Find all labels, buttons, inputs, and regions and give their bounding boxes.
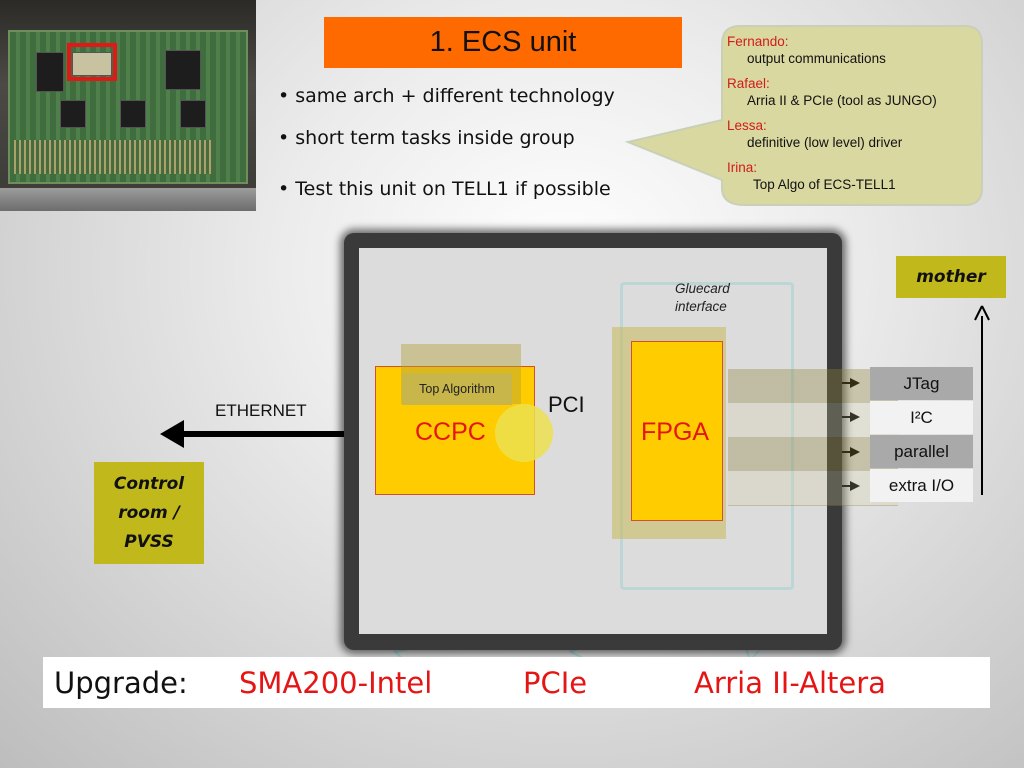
ethernet-arrow-left-head [160, 420, 184, 448]
team-member-task: Top Algo of ECS-TELL1 [753, 177, 896, 192]
team-item: Fernando: output communications [727, 33, 977, 67]
team-member-name: Rafael: [727, 76, 770, 91]
team-member-name: Lessa: [727, 118, 767, 133]
team-item: Rafael: Arria II & PCIe (tool as JUNGO) [727, 75, 977, 109]
slide-title: 1. ECS unit [324, 17, 682, 68]
board-module [72, 52, 112, 76]
board-tray [0, 188, 256, 211]
ccpc-label: CCPC [415, 418, 486, 446]
upgrade-label: Upgrade: [54, 666, 188, 700]
ethernet-label: ETHERNET [215, 401, 307, 420]
control-room-box: Control room / PVSS [94, 462, 204, 564]
interface-jtag: JTag [870, 367, 973, 400]
pci-label: PCI [548, 392, 585, 417]
upgrade-pci: PCIe [523, 666, 588, 700]
control-room-line: room / [118, 502, 180, 523]
interface-band [728, 369, 898, 506]
mother-arrow-head [974, 305, 990, 321]
bullet-3: • Test this unit on TELL1 if possible [278, 178, 611, 200]
control-room-line: Control [113, 473, 185, 494]
upgrade-fpga: Arria II-Altera [694, 666, 886, 700]
bullet-1: • same arch + different technology [278, 85, 615, 107]
fpga-label: FPGA [641, 418, 710, 446]
board-chip [120, 100, 146, 128]
pci-highlight-circle [495, 404, 553, 462]
board-chip [36, 52, 64, 92]
top-algorithm-box: Top Algorithm [402, 373, 512, 405]
team-item: Irina: Top Algo of ECS-TELL1 [727, 159, 977, 193]
gluecard-label-line: interface [675, 299, 727, 314]
mother-box: mother [896, 256, 1006, 298]
board-chip [60, 100, 86, 128]
interface-extra-io: extra I/O [870, 469, 973, 502]
upgrade-bar: Upgrade: SMA200-Intel PCIe Arria II-Alte… [43, 657, 990, 708]
interface-parallel: parallel [870, 435, 973, 468]
team-member-task: Arria II & PCIe (tool as JUNGO) [747, 93, 937, 108]
upgrade-ccpc: SMA200-Intel [239, 666, 433, 700]
bullet-2: • short term tasks inside group [278, 127, 575, 149]
board-chip [165, 50, 201, 90]
gluecard-label-line: Gluecard [675, 281, 730, 296]
team-member-name: Irina: [727, 160, 758, 175]
control-room-line: PVSS [124, 531, 174, 552]
team-member-task: output communications [747, 51, 886, 66]
gluecard-label: Gluecard interface [675, 280, 730, 316]
interface-i2c: I²C [870, 401, 973, 434]
board-chip [180, 100, 206, 128]
fpga-box [631, 341, 723, 521]
board-photo [0, 0, 256, 211]
ecs-unit-highlight [67, 43, 117, 81]
team-member-task: definitive (low level) driver [747, 135, 903, 150]
team-callout [624, 25, 983, 206]
board-connector-grid [14, 140, 214, 174]
team-item: Lessa: definitive (low level) driver [727, 117, 977, 151]
team-callout-text: Fernando: output communications Rafael: … [727, 33, 977, 201]
team-member-name: Fernando: [727, 34, 789, 49]
